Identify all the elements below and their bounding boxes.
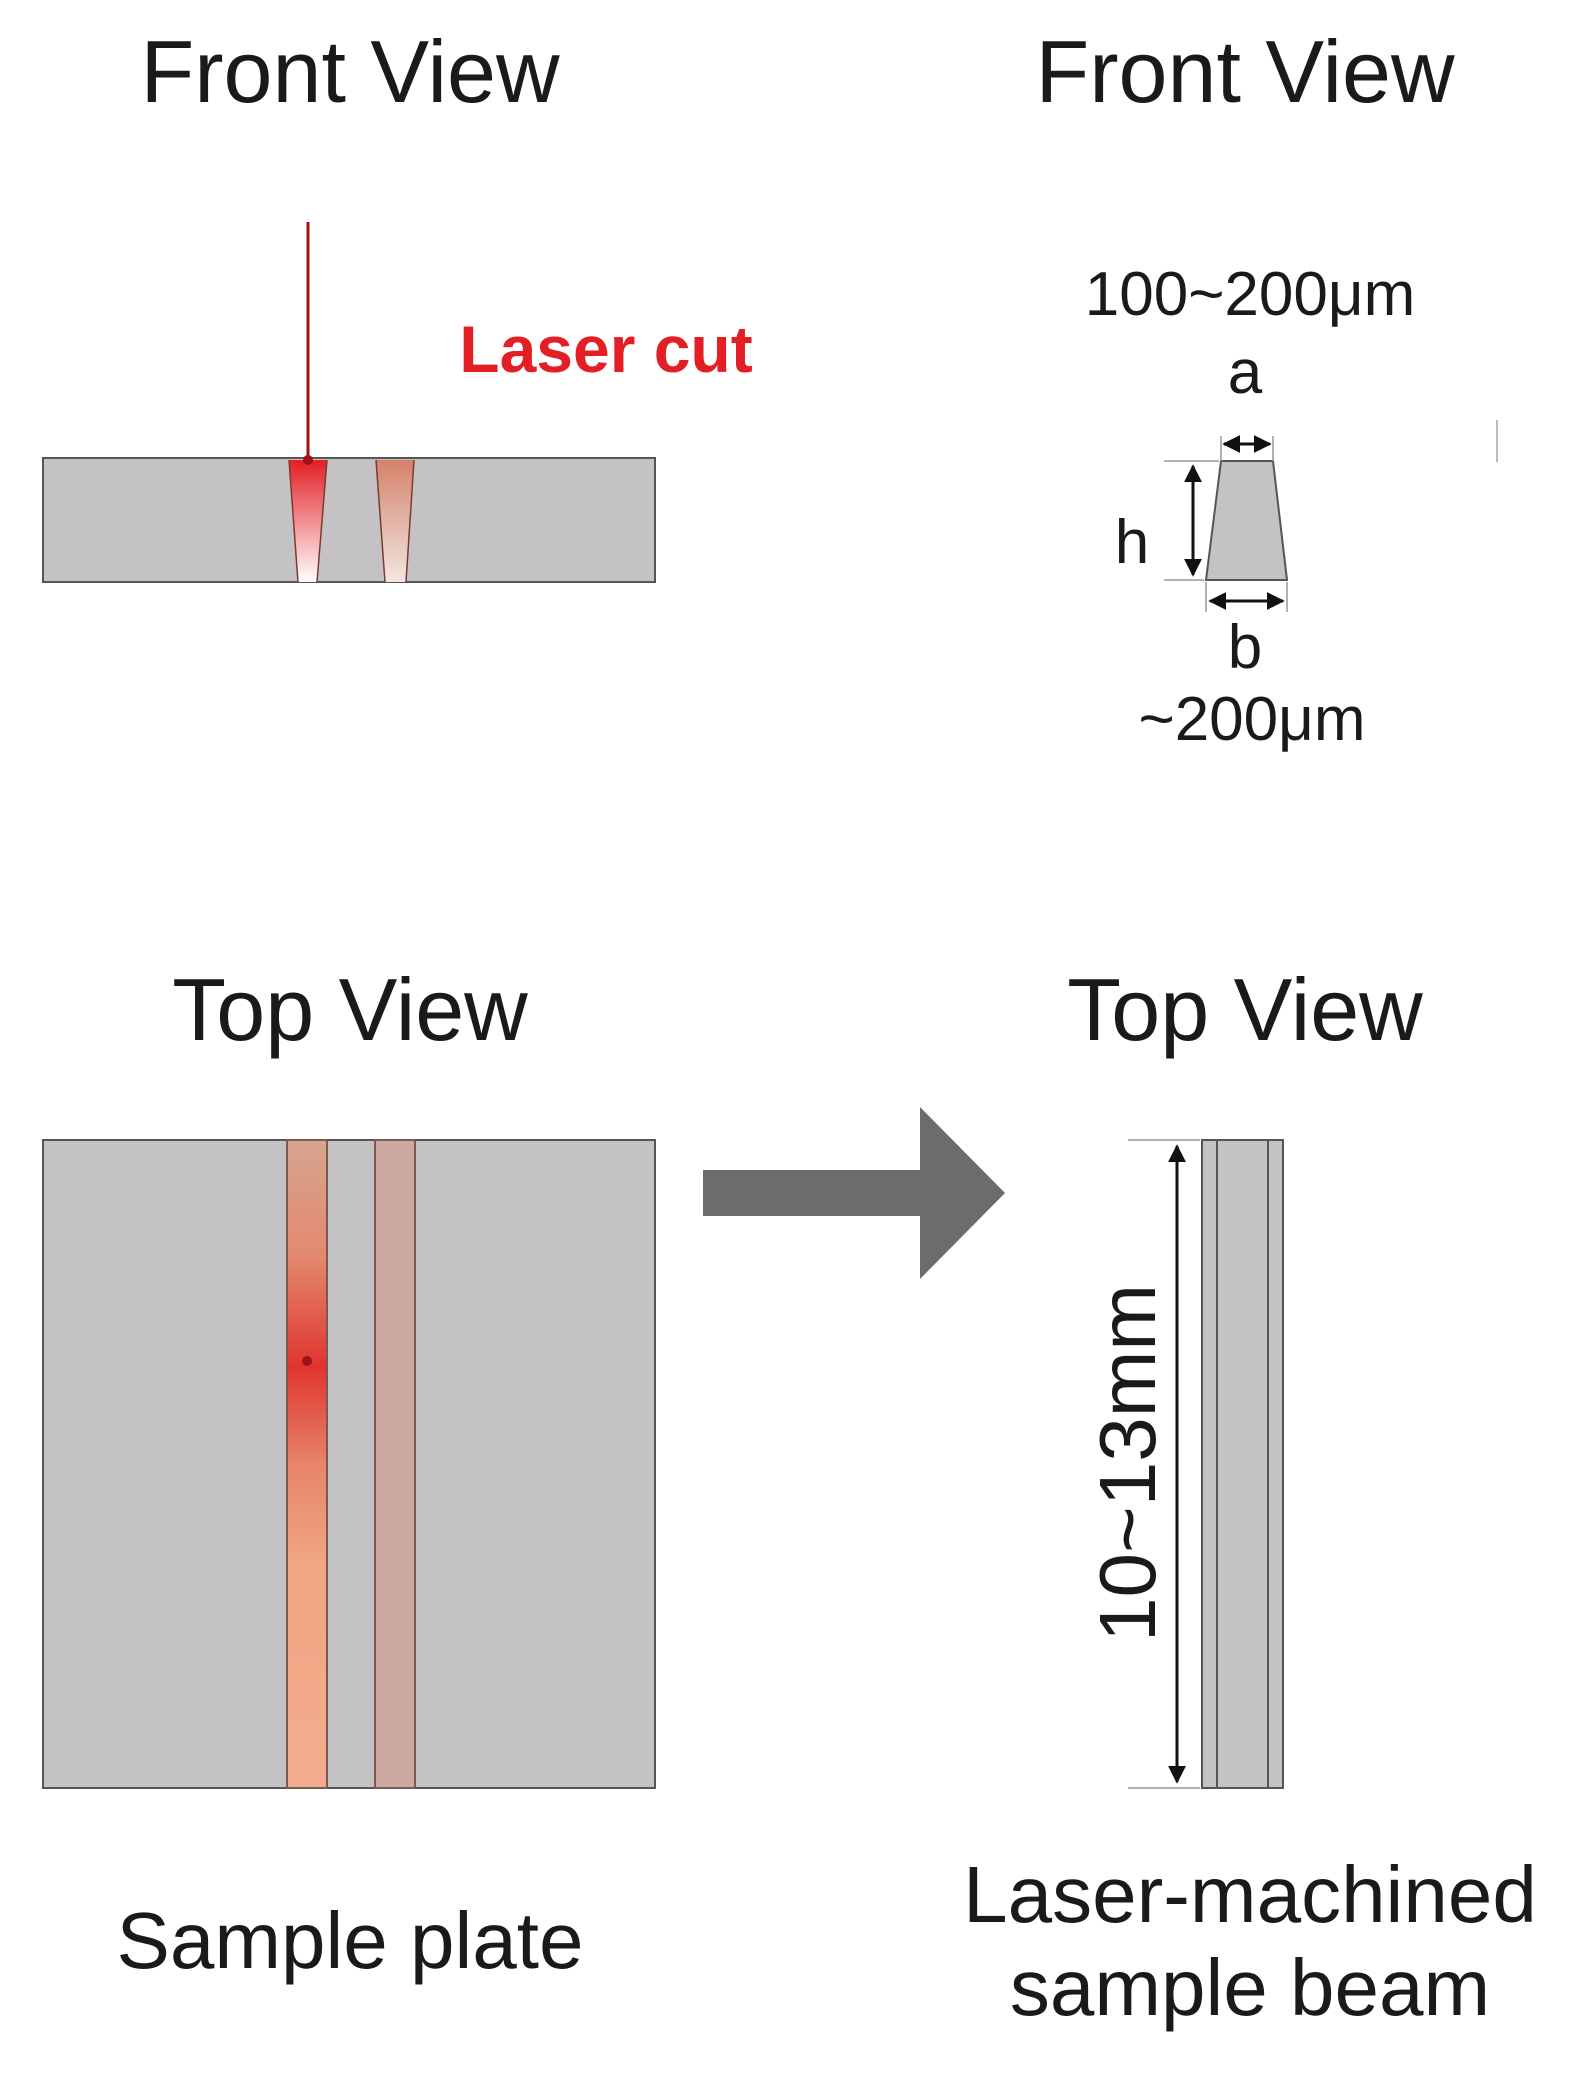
sample-beam bbox=[1201, 1139, 1284, 1789]
laser-groove-previous bbox=[374, 1139, 416, 1789]
top-view-right: Top View 10~13mm Laser-machined sample b… bbox=[963, 960, 1537, 2032]
laser-spot bbox=[303, 455, 313, 465]
plate-cross-section bbox=[42, 457, 656, 583]
sample-plate-caption: Sample plate bbox=[117, 1896, 584, 1985]
bottom-width-label: ~200μm bbox=[1138, 685, 1365, 754]
kerf-edge bbox=[375, 459, 386, 583]
front-view-right-title: Front View bbox=[1036, 22, 1455, 121]
front-view-left-title: Front View bbox=[141, 22, 560, 121]
top-view-left-title: Top View bbox=[172, 960, 528, 1059]
right-arrow-icon bbox=[703, 1107, 1005, 1279]
kerf-edge bbox=[288, 459, 299, 583]
laser-kerf-previous bbox=[376, 460, 414, 582]
laser-groove-active bbox=[286, 1139, 328, 1789]
beam-caption-line2: sample beam bbox=[1010, 1943, 1490, 2032]
beam-length-label: 10~13mm bbox=[1083, 1284, 1172, 1642]
laser-cut-label: Laser cut bbox=[459, 312, 752, 386]
kerf-edge bbox=[316, 459, 328, 583]
front-view-left: Front View Laser cut bbox=[42, 22, 753, 583]
top-view-right-title: Top View bbox=[1067, 960, 1423, 1059]
laser-kerf-active bbox=[289, 460, 327, 582]
front-view-right: Front View 100~200μm a h b ~200μm bbox=[1036, 22, 1498, 754]
bottom-width-letter: b bbox=[1228, 613, 1262, 682]
laser-spot-top bbox=[302, 1356, 312, 1366]
kerf-edge bbox=[405, 459, 415, 583]
height-letter: h bbox=[1115, 508, 1149, 577]
top-width-letter: a bbox=[1228, 338, 1263, 407]
top-width-label: 100~200μm bbox=[1085, 260, 1415, 329]
beam-cross-section bbox=[1204, 460, 1289, 581]
top-view-left: Top View Sample plate bbox=[42, 960, 656, 1985]
beam-caption-line1: Laser-machined bbox=[963, 1850, 1537, 1939]
sample-plate bbox=[42, 1139, 656, 1789]
